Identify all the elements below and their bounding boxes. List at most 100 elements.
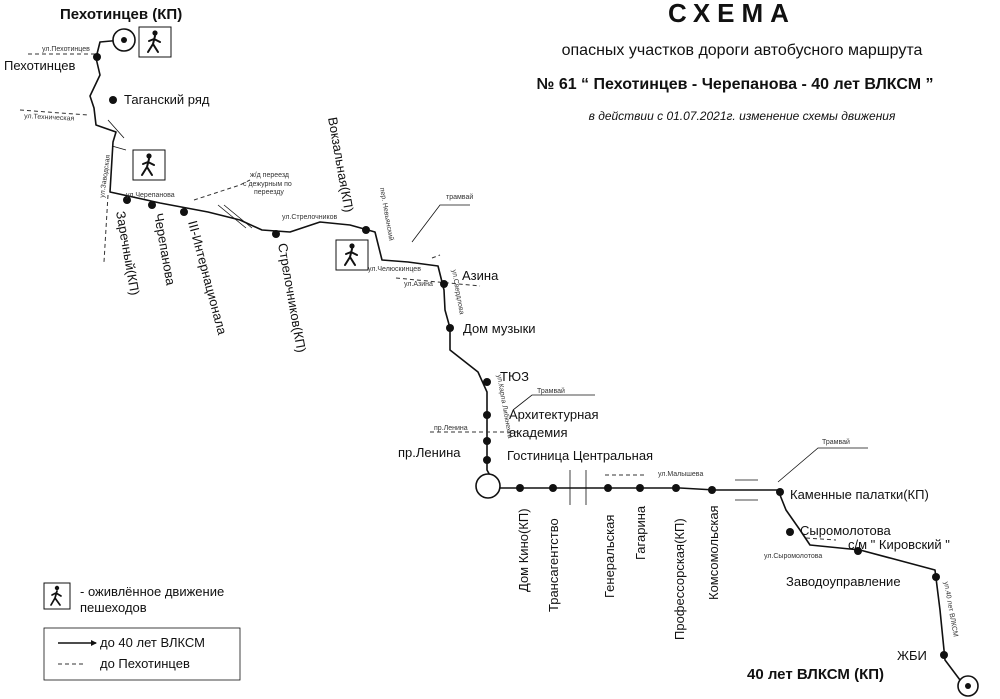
stop-arkh-akademiya-1: Архитектурная bbox=[509, 407, 599, 422]
crossing-direction-line bbox=[193, 179, 251, 201]
tram-crossing-marker-1 bbox=[569, 470, 587, 505]
scheme-subtitle: опасных участков дороги автобусного марш… bbox=[562, 42, 923, 59]
stop-marker bbox=[446, 324, 454, 332]
stop-dom-kino: Дом Кино(КП) bbox=[516, 508, 531, 592]
tram-pointer-3 bbox=[777, 447, 868, 483]
legend-forward: до 40 лет ВЛКСМ bbox=[100, 635, 205, 650]
street-pekhotintsev: ул.Пехотинцев bbox=[42, 46, 90, 53]
stop-kirovsky: с/м " Кировский " bbox=[848, 537, 950, 552]
end-terminal-label: 40 лет ВЛКСМ (КП) bbox=[747, 666, 884, 683]
stop-kamennye-palatki: Каменные палатки(КП) bbox=[790, 487, 929, 502]
pedestrian-icon bbox=[132, 149, 166, 181]
stop-marker bbox=[148, 201, 156, 209]
street-chelyuskintsev: ул.Челюскинцев bbox=[368, 266, 421, 273]
stop-syromolotova: Сыромолотова bbox=[800, 523, 892, 538]
stop-marker bbox=[483, 378, 491, 386]
stop-strelochnikov: Стрелочников(КП) bbox=[275, 242, 309, 354]
stop-marker bbox=[362, 226, 370, 234]
tram-note-3: Трамвай bbox=[822, 438, 850, 446]
end-terminal-dot bbox=[965, 683, 971, 689]
stop-arkh-akademiya-2: академия bbox=[509, 425, 568, 440]
stop-marker bbox=[180, 208, 188, 216]
tram-crossing-marker-2 bbox=[735, 479, 758, 501]
stop-komsomolskaya: Комсомольская bbox=[706, 505, 721, 600]
stop-marker bbox=[854, 547, 862, 555]
stop-marker bbox=[604, 484, 612, 492]
route-name: № 61 “ Пехотинцев - Черепанова - 40 лет … bbox=[537, 76, 934, 93]
stop-marker bbox=[776, 488, 784, 496]
stop-internatsionala: III-Интернационала bbox=[185, 219, 230, 337]
stop-taganskiy: Таганский ряд bbox=[124, 92, 210, 107]
stop-marker bbox=[940, 651, 948, 659]
stop-dom-muzyki: Дом музыки bbox=[463, 321, 536, 336]
return-tick-azina bbox=[431, 254, 441, 259]
pedestrian-icon bbox=[335, 239, 369, 271]
start-terminal-label: Пехотинцев (КП) bbox=[60, 6, 182, 23]
railway-crossing-marker bbox=[217, 204, 253, 229]
crossing-note-3: переезду bbox=[254, 189, 284, 196]
stop-transagentstvo: Трансагентство bbox=[546, 518, 561, 612]
legend-pedestrian-icon bbox=[43, 582, 71, 610]
stop-azina: Азина bbox=[462, 268, 499, 283]
street-syromolotova: ул.Сыромолотова bbox=[764, 553, 822, 560]
stop-cherepanova: Черепанова bbox=[151, 212, 179, 287]
scheme-title: СХЕМА bbox=[668, 0, 796, 28]
stop-pr-lenina: пр.Ленина bbox=[398, 445, 461, 460]
stop-marker bbox=[672, 484, 680, 492]
stop-marker bbox=[516, 484, 524, 492]
stop-marker bbox=[109, 96, 117, 104]
street-malysheva: ул.Малышева bbox=[658, 471, 703, 478]
stop-marker bbox=[786, 528, 794, 536]
legend-pedestrians-1: - оживлённое движение bbox=[80, 584, 224, 599]
legend-backward: до Пехотинцев bbox=[100, 656, 190, 671]
route-line bbox=[89, 39, 961, 681]
stop-generalskaya: Генеральская bbox=[602, 515, 617, 598]
stop-marker bbox=[636, 484, 644, 492]
stop-zavodoupravlenie: Заводоуправление bbox=[786, 574, 901, 589]
stop-marker bbox=[932, 573, 940, 581]
return-arrow-syromolotova bbox=[805, 537, 837, 541]
legend: - оживлённое движение пешеходов до 40 ле… bbox=[43, 582, 241, 681]
stop-gagarina: Гагарина bbox=[633, 505, 648, 560]
stop-marker bbox=[440, 280, 448, 288]
stop-profsoyuznaya: Профессорская(КП) bbox=[672, 518, 687, 640]
street-strelochnikov: ул.Стрелочников bbox=[282, 214, 338, 221]
street-azina-line bbox=[395, 277, 481, 287]
street-nevyansky: пер. Невьянский bbox=[378, 187, 395, 241]
crossing-note-2: с дежурным по bbox=[243, 181, 292, 188]
pedestrian-icon bbox=[138, 26, 172, 58]
stop-zhbi: ЖБИ bbox=[897, 648, 927, 663]
start-terminal-dot bbox=[121, 37, 127, 43]
stop-pekhotintsev: Пехотинцев bbox=[4, 58, 76, 73]
legend-lines-box bbox=[43, 627, 241, 681]
stop-marker bbox=[483, 456, 491, 464]
stop-vokzalnaya: Вокзальная(КП) bbox=[325, 116, 356, 213]
crossing-note-1: ж/д переезд bbox=[250, 172, 289, 179]
ring-circle bbox=[475, 473, 501, 499]
street-tekhnicheskaya-line bbox=[19, 109, 89, 116]
street-lenina: пр.Ленина bbox=[434, 425, 468, 432]
stop-marker bbox=[708, 486, 716, 494]
tram-note-1: трамвай bbox=[446, 193, 473, 201]
stop-zarechny: Заречный(КП) bbox=[113, 210, 143, 297]
stop-marker bbox=[483, 437, 491, 445]
tram-pointer-2 bbox=[512, 394, 595, 411]
stop-marker bbox=[483, 411, 491, 419]
street-tekhnicheskaya: ул.Техническая bbox=[24, 113, 75, 123]
stop-marker bbox=[272, 230, 280, 238]
street-zavodskaya-line bbox=[103, 194, 109, 263]
street-cherepanova: ул.Черепанова bbox=[126, 192, 175, 199]
scheme-note: в действии с 01.07.2021г. изменение схем… bbox=[589, 109, 896, 123]
legend-solid-arrow bbox=[91, 640, 97, 646]
tram-crossing-marker-3 bbox=[107, 119, 127, 151]
street-vlksm: ул.40 лет ВЛКСМ bbox=[942, 581, 959, 638]
stop-gostinitsa: Гостиница Центральная bbox=[507, 448, 653, 463]
legend-pedestrians-2: пешеходов bbox=[80, 600, 147, 615]
street-azina: ул.Азина bbox=[404, 281, 433, 288]
tram-pointer-1 bbox=[411, 204, 470, 243]
tram-note-2: Трамвай bbox=[537, 387, 565, 395]
stop-marker bbox=[549, 484, 557, 492]
stop-marker bbox=[93, 53, 101, 61]
stop-tyuz: ТЮЗ bbox=[500, 369, 529, 384]
